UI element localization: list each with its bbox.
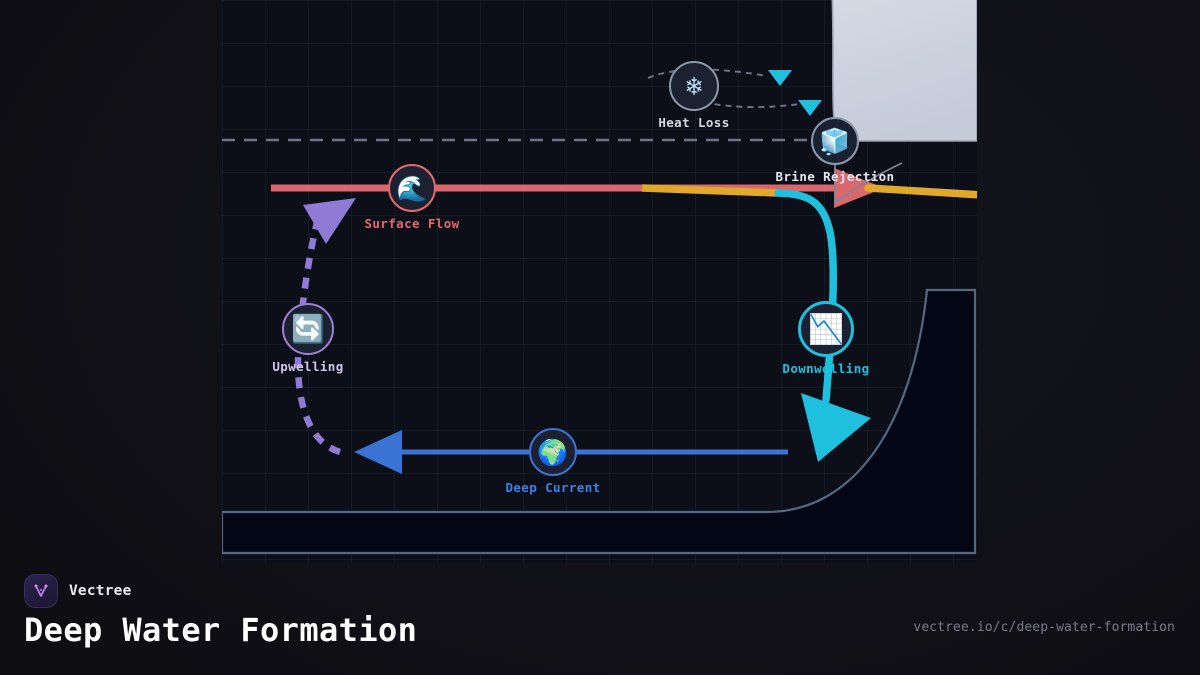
vectree-v-logo-icon bbox=[24, 574, 58, 608]
footer: Vectree Deep Water Formation vectree.io/… bbox=[0, 563, 1200, 675]
brine-leader-curve bbox=[834, 162, 903, 204]
wave-icon: 🌊 bbox=[396, 173, 428, 203]
downwelling-node-circle[interactable]: 📉 bbox=[798, 301, 854, 357]
deep-current-node-circle[interactable]: 🌍 bbox=[529, 428, 577, 476]
downwelling-label: Downwelling bbox=[782, 361, 870, 376]
footer-url: vectree.io/c/deep-water-formation bbox=[913, 620, 1175, 635]
heat-loss-node-circle[interactable]: ❄ bbox=[669, 61, 719, 111]
ice-sheet bbox=[831, 0, 977, 142]
surface-flow-gold bbox=[641, 184, 779, 197]
scene-svg bbox=[222, 0, 977, 563]
deep-current-label: Deep Current bbox=[505, 480, 601, 495]
surface-flow-label: Surface Flow bbox=[364, 216, 460, 231]
heat-loss-label: Heat Loss bbox=[658, 115, 730, 130]
page-title: Deep Water Formation bbox=[24, 611, 418, 649]
heat-loss-flux-arrow-2 bbox=[798, 100, 822, 116]
surface-flow-node-circle[interactable]: 🌊 bbox=[388, 164, 436, 212]
chart-decreasing-icon: 📉 bbox=[807, 311, 845, 346]
seafloor bbox=[222, 288, 977, 555]
upwelling-label: Upwelling bbox=[272, 359, 344, 374]
repeat-arrows-icon: 🔄 bbox=[291, 313, 325, 345]
downwelling-arrowhead bbox=[801, 393, 871, 462]
upwelling-arrowhead bbox=[303, 198, 356, 244]
ice-cube-icon: 🧊 bbox=[819, 126, 851, 156]
deep-current-arrowhead bbox=[354, 430, 402, 474]
downwelling-current-curve bbox=[774, 189, 837, 404]
brine-rejection-label: Brine Rejection bbox=[775, 169, 895, 184]
snowflake-icon: ❄ bbox=[685, 70, 703, 102]
brine-rejection-node-circle[interactable]: 🧊 bbox=[811, 117, 859, 165]
brine-enriched-segment bbox=[864, 184, 977, 199]
earth-globe-icon: 🌍 bbox=[537, 437, 569, 467]
logo-glyph bbox=[34, 584, 48, 597]
ocean-scene: 🌊 Surface Flow ❄ Heat Loss 🧊 Brine Rejec… bbox=[222, 0, 977, 563]
upwelling-node-circle[interactable]: 🔄 bbox=[282, 303, 334, 355]
heat-loss-flux-arrow-1 bbox=[768, 70, 792, 86]
brand-row: Vectree bbox=[24, 574, 132, 608]
brand-name: Vectree bbox=[69, 583, 132, 599]
surface-flow-arrowhead bbox=[834, 168, 884, 208]
